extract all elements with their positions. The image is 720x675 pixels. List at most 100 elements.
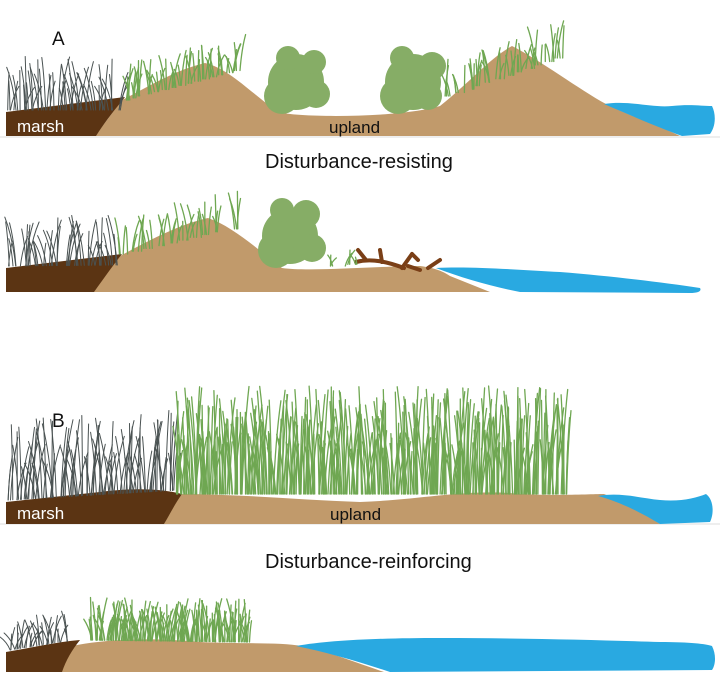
grass-blade [544, 395, 550, 495]
grass-blade [146, 69, 156, 93]
grass-blade [132, 233, 138, 252]
panel-b-caption: Disturbance-reinforcing [265, 551, 472, 573]
grass-blade [329, 440, 338, 495]
grass-blade [250, 412, 259, 495]
grass-blade [124, 456, 134, 494]
grass-blade [56, 628, 61, 643]
grass-blade [32, 240, 44, 267]
grass-blade [217, 602, 224, 643]
grass-blade [67, 58, 74, 111]
grass-blade [29, 632, 38, 648]
grass-blade [86, 423, 90, 496]
grass-blade [432, 425, 437, 495]
grass-blade [186, 204, 195, 238]
grass-blade [183, 435, 186, 495]
grass-blade [121, 618, 129, 642]
grass-blade [394, 391, 399, 495]
panel-b-after-upland-grass [83, 596, 253, 643]
grass-blade [21, 466, 28, 500]
grass-blade [233, 42, 238, 72]
grass-blade [18, 426, 22, 500]
grass-blade [207, 405, 211, 495]
grass-blade [64, 457, 68, 498]
grass-blade [9, 222, 17, 267]
grass-blade [344, 252, 353, 267]
grass-blade [197, 211, 203, 238]
grass-blade [207, 52, 215, 78]
grass-blade [480, 60, 491, 83]
grass-blade [272, 400, 282, 495]
grass-blade [122, 225, 127, 255]
grass-blade [130, 82, 135, 99]
grass-blade [227, 192, 236, 230]
grass-blade [223, 616, 231, 643]
panel-b-upland-label: upland [330, 505, 381, 524]
grass-blade [29, 67, 39, 111]
grass-blade [135, 436, 146, 493]
grass-blade [98, 64, 104, 111]
grass-blade [240, 412, 247, 495]
grass-blade [179, 203, 189, 241]
grass-blade [195, 215, 200, 238]
grass-blade [17, 621, 24, 649]
grass-blade [129, 423, 131, 494]
grass-blade [87, 245, 96, 266]
grass-blade [473, 429, 477, 495]
grass-blade [149, 611, 153, 642]
grass-blade [527, 445, 531, 495]
grass-blade [81, 415, 84, 496]
grass-blade [520, 450, 530, 495]
panel-b-marsh-grass [7, 410, 182, 501]
grass-blade [83, 456, 91, 496]
grass-blade [124, 621, 132, 642]
panel-a-after-dune-grass [114, 190, 242, 255]
grass-blade [145, 229, 151, 250]
grass-blade [6, 66, 17, 111]
grass-blade [95, 221, 101, 266]
panel-b-after-profile [0, 596, 715, 672]
grass-blade [169, 412, 172, 491]
grass-blade [215, 54, 225, 78]
grass-blade [89, 616, 94, 641]
grass-blade [198, 207, 204, 236]
grass-blade [37, 59, 39, 111]
grass-blade [286, 416, 292, 495]
panel-a-after-shore-grass [327, 249, 358, 267]
grass-blade [159, 69, 163, 91]
grass-blade [244, 411, 251, 495]
grass-blade [217, 436, 222, 495]
grass-blade [228, 198, 238, 230]
grass-blade [98, 615, 106, 641]
grass-blade [435, 422, 439, 495]
grass-blade [63, 428, 70, 498]
grass-blade [104, 444, 113, 495]
grass-blade [445, 425, 453, 495]
grass-blade [195, 413, 203, 495]
grass-blade [42, 417, 47, 499]
grass-blade [307, 419, 311, 495]
grass-blade [373, 418, 376, 495]
grass-blade [518, 42, 522, 73]
grass-blade [481, 450, 489, 495]
grass-blade [167, 610, 172, 642]
grass-blade [185, 54, 188, 86]
grass-blade [142, 60, 150, 95]
grass-blade [414, 398, 423, 495]
panel-b-letter: B [52, 411, 65, 432]
grass-blade [396, 386, 406, 495]
grass-blade [155, 71, 159, 93]
panel-a-water [604, 102, 715, 136]
panel-b-after-water [296, 638, 715, 672]
panel-a-marsh-grass [6, 56, 132, 111]
grass-blade [114, 217, 121, 255]
grass-blade [346, 442, 356, 495]
grass-blade [139, 219, 145, 250]
grass-blade [412, 428, 415, 495]
grass-blade [165, 58, 168, 91]
grass-blade [206, 443, 209, 495]
panel-a-caption: Disturbance-resisting [265, 151, 453, 173]
grass-blade [468, 63, 474, 90]
grass-blade [158, 55, 166, 91]
grass-blade [25, 625, 30, 649]
panel-a-shrub-left [264, 46, 330, 114]
